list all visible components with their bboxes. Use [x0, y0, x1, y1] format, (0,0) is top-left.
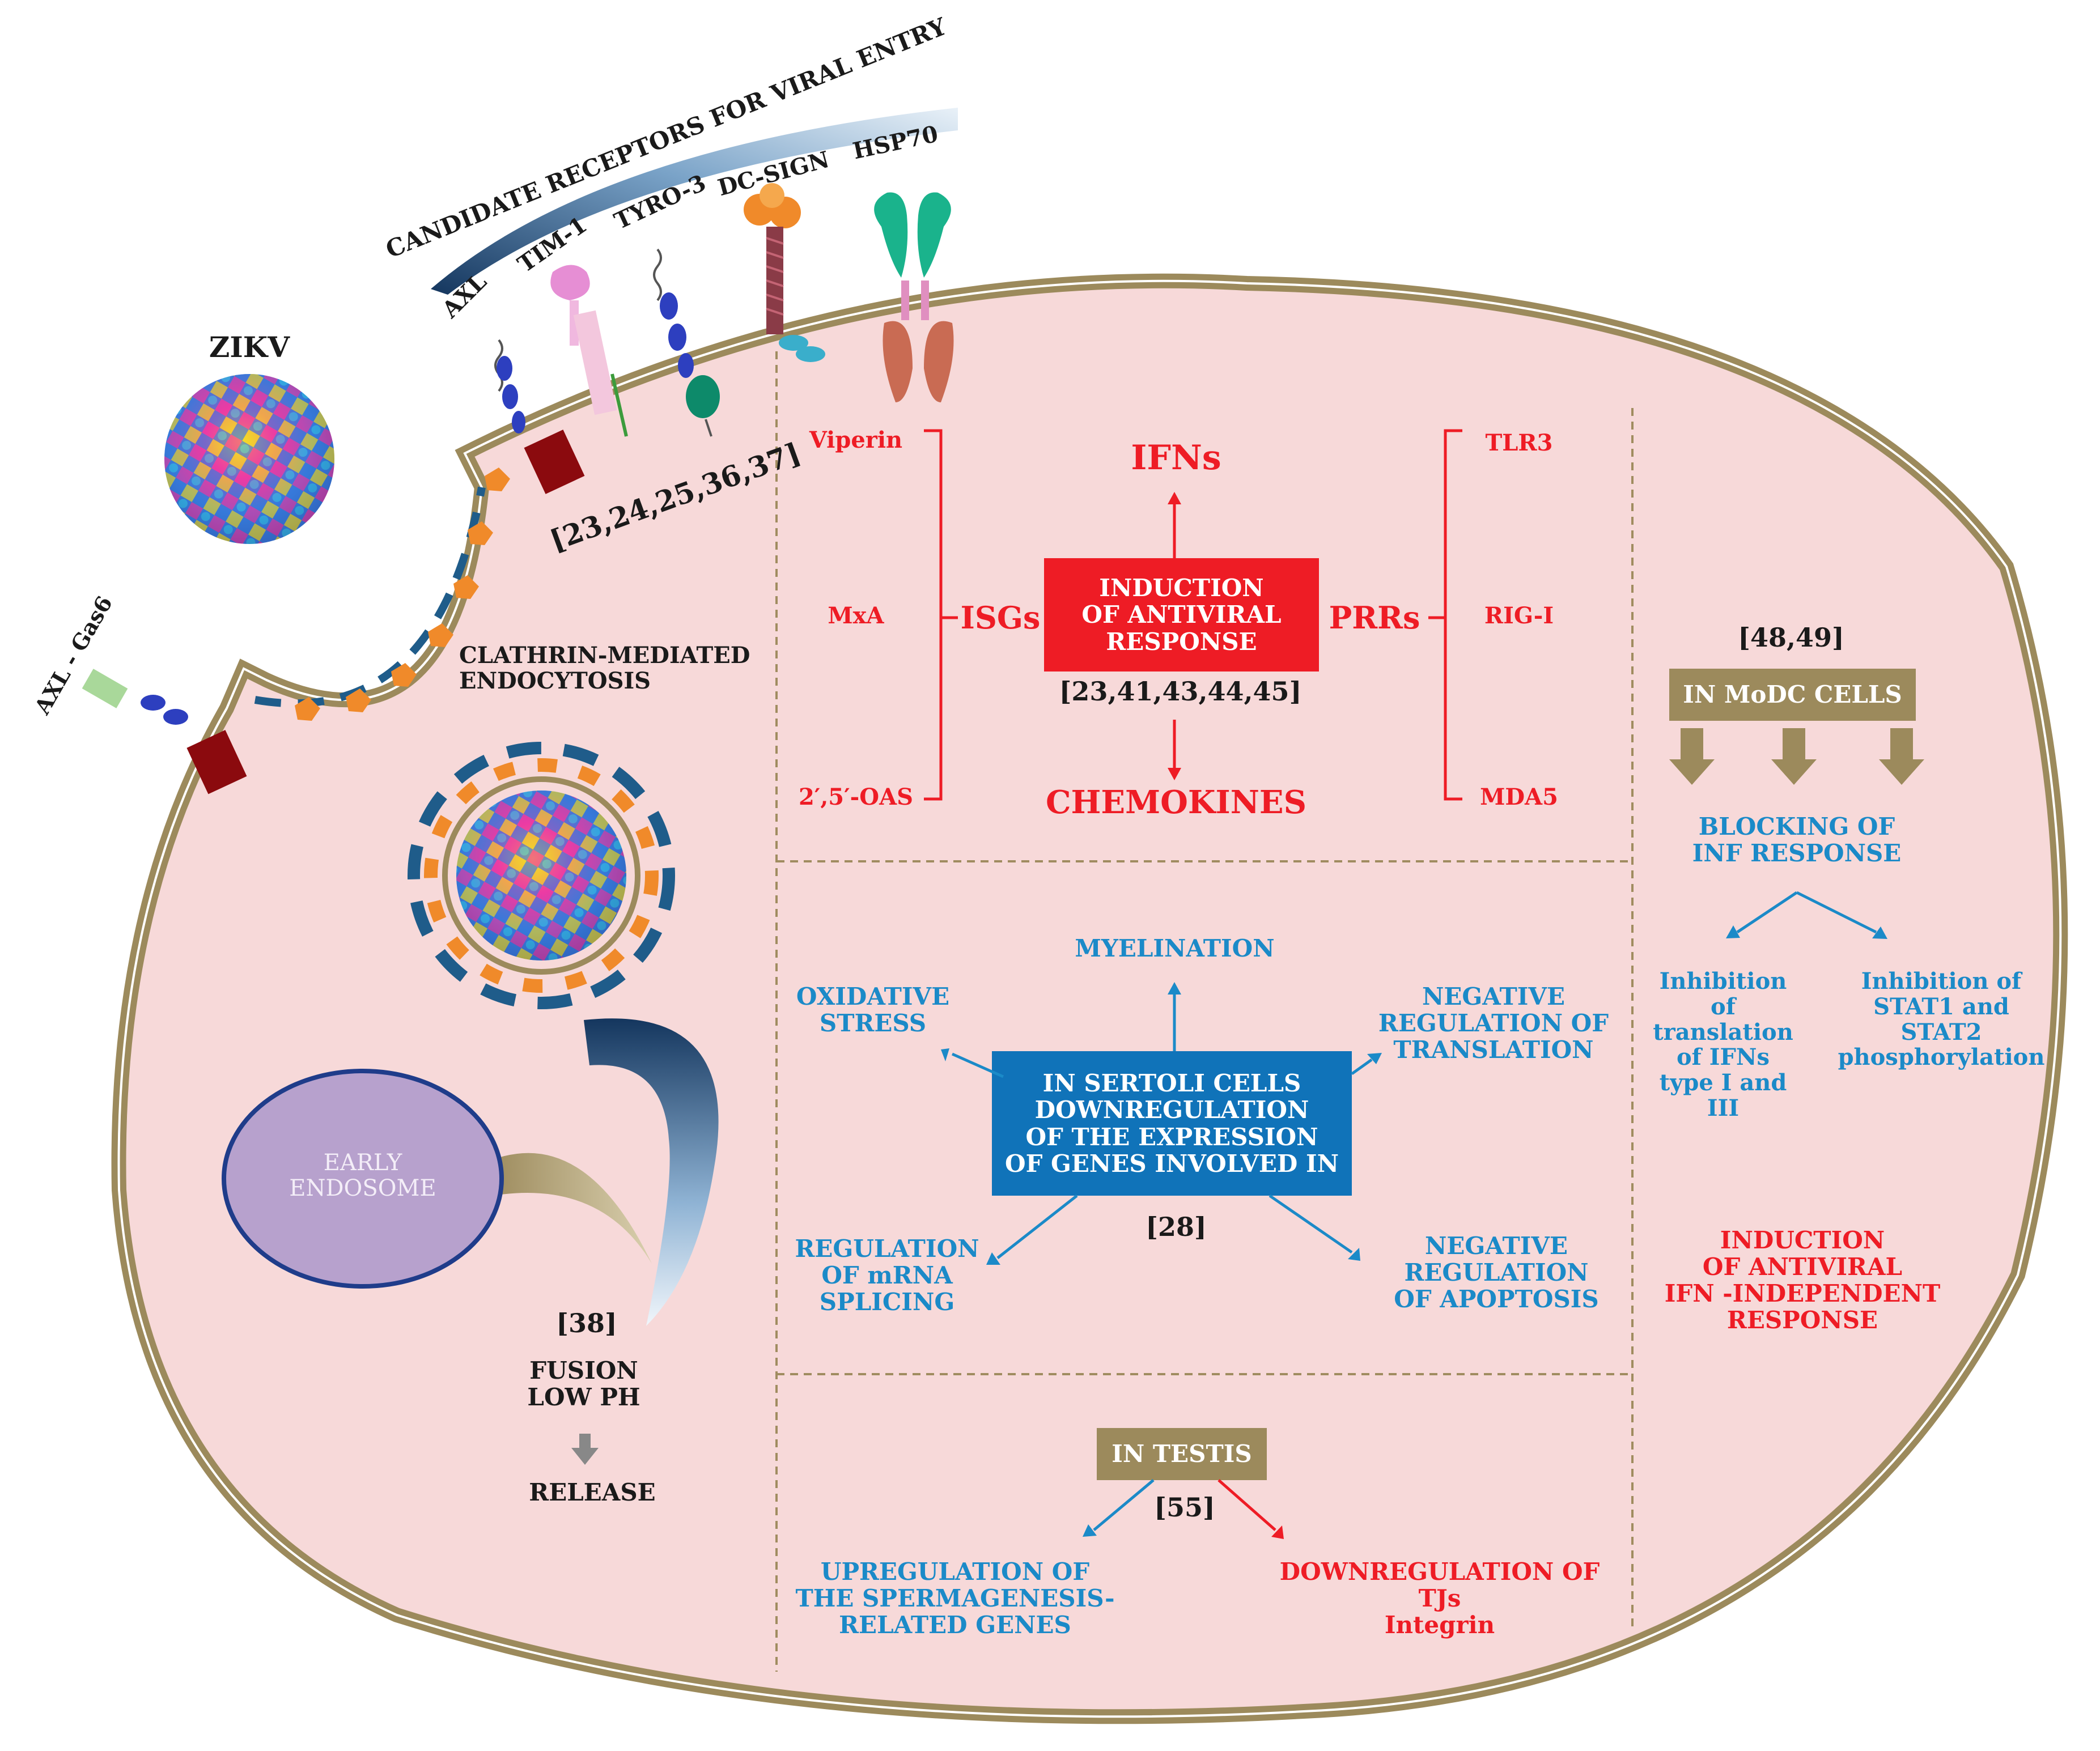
- prr-rigi: RIG-I: [1484, 602, 1554, 629]
- endocytic-vesicle: [408, 742, 675, 1009]
- dcsign-receptor: [744, 183, 825, 362]
- neg-apoptosis-label: NEGATIVE REGULATION OF APOPTOSIS: [1394, 1232, 1599, 1314]
- neg-translation-label: NEGATIVE REGULATION OF TRANSLATION: [1378, 983, 1609, 1064]
- testis-arrows: [1083, 1479, 1284, 1539]
- tyro3-receptor: [653, 248, 720, 437]
- early-endosome-label: EARLY ENDOSOME: [289, 1150, 436, 1201]
- tim1-receptor: [550, 265, 628, 437]
- axl-receptor: [494, 339, 585, 494]
- testis-box-bg: [1097, 1428, 1267, 1480]
- upregulation-label: UPREGULATION OF THE SPERMAGENESIS- RELAT…: [795, 1558, 1115, 1639]
- receptor-header-arc: [431, 108, 958, 295]
- ifns-label: IFNs: [1131, 438, 1221, 478]
- antiviral-refs: [23,41,43,44,45]: [1059, 676, 1302, 707]
- oxidative-stress-label: OXIDATIVE STRESS: [796, 983, 950, 1038]
- release-arrow: [571, 1434, 599, 1465]
- antiviral-box-bg: [1044, 558, 1319, 672]
- modc-ref: [48,49]: [1738, 622, 1844, 653]
- early-endosome: [222, 1069, 652, 1289]
- prrs-label: PRRs: [1329, 600, 1420, 636]
- downregulation-label: DOWNREGULATION OF TJs Integrin: [1279, 1558, 1600, 1639]
- modc-box-bg: [1669, 669, 1916, 721]
- prr-mda5: MDA5: [1480, 784, 1558, 810]
- testis-ref: [55]: [1154, 1492, 1215, 1523]
- isg-mxa: MxA: [828, 602, 884, 629]
- panel-dividers: [775, 351, 1634, 1672]
- modc-down-arrows: [1669, 728, 1924, 785]
- myelination-label: MYELINATION: [1075, 934, 1275, 962]
- inhibit-translation-label: Inhibition of translation of IFNs type I…: [1653, 968, 1793, 1121]
- release-label: RELEASE: [529, 1478, 656, 1506]
- modc-box-text: IN MoDC CELLS: [1683, 681, 1902, 709]
- axl-gas6-receptor: [82, 669, 247, 794]
- trafficking-curve: [584, 1018, 719, 1326]
- clathrin-coat: [254, 468, 510, 721]
- fusion-label: FUSION LOW PH: [527, 1357, 640, 1412]
- entry-ref: [38]: [556, 1308, 617, 1338]
- isgs-bracket: [924, 429, 958, 801]
- cell-body: [111, 273, 2068, 1724]
- ifn-independent-label: INDUCTION OF ANTIVIRAL IFN -INDEPENDENT …: [1664, 1226, 1941, 1334]
- inhibit-stat-label: Inhibition of STAT1 and STAT2 phosphoryl…: [1838, 968, 2045, 1071]
- zikv-label: ZIKV: [209, 330, 290, 364]
- mrna-splicing-label: REGULATION OF mRNA SPLICING: [795, 1235, 979, 1316]
- clathrin-label: CLATHRIN-MEDIATED ENDOCYTOSIS: [459, 642, 750, 694]
- testis-box-text: IN TESTIS: [1111, 1440, 1252, 1468]
- isgs-label: ISGs: [960, 600, 1041, 636]
- isg-viperin: Viperin: [809, 427, 903, 453]
- sertoli-ref: [28]: [1146, 1212, 1207, 1242]
- isg-oas: 2′,5′-OAS: [798, 784, 914, 810]
- antiviral-arrows: [1168, 492, 1181, 780]
- blocking-label: BLOCKING OF INF RESPONSE: [1692, 813, 1902, 868]
- modc-branch-arrows: [1726, 891, 1887, 939]
- sertoli-box-bg: [992, 1051, 1352, 1196]
- zikv-virus: [164, 374, 334, 544]
- antiviral-box-text: INDUCTION OF ANTIVIRAL RESPONSE: [1081, 574, 1282, 656]
- chemokines-label: CHEMOKINES: [1045, 784, 1307, 821]
- hsp70-receptor: [874, 192, 954, 402]
- prrs-bracket: [1428, 429, 1462, 801]
- sertoli-arrows: [941, 982, 1382, 1265]
- prr-tlr3: TLR3: [1485, 430, 1553, 456]
- sertoli-box-text: IN SERTOLI CELLS DOWNREGULATION OF THE E…: [1005, 1069, 1339, 1178]
